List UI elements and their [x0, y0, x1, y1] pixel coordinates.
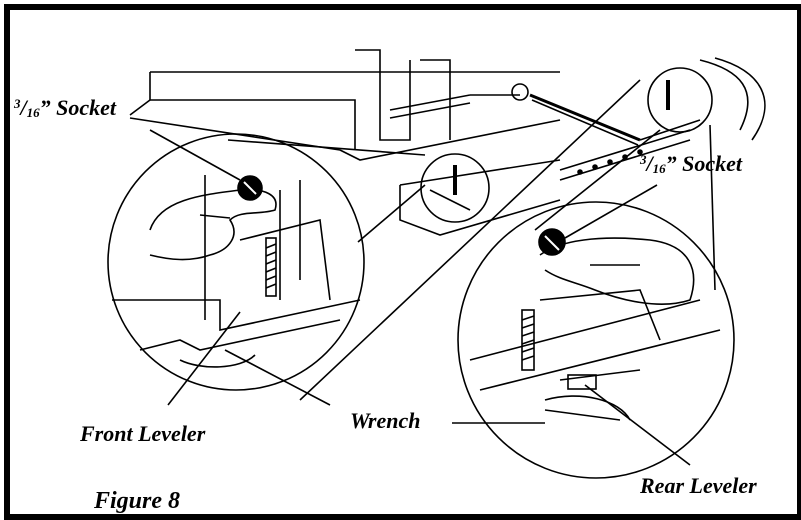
socket-right-text: ” Socket [665, 151, 743, 176]
front-leveler-label: Front Leveler [80, 421, 206, 446]
socket-right-numerator: 3 [640, 152, 647, 167]
socket-left-denominator: 16 [26, 105, 40, 120]
wrench-label: Wrench [350, 408, 421, 433]
socket-left-numerator: 3 [14, 96, 21, 111]
socket-right-denominator: 16 [652, 161, 666, 176]
socket-label-left: 3/16” Socket [14, 95, 117, 120]
socket-left-text: ” Socket [39, 95, 117, 120]
socket-label-right: 3/16” Socket [640, 151, 743, 176]
figure-caption: Figure 8 [94, 488, 181, 514]
rear-leveler-label: Rear Leveler [640, 473, 757, 498]
